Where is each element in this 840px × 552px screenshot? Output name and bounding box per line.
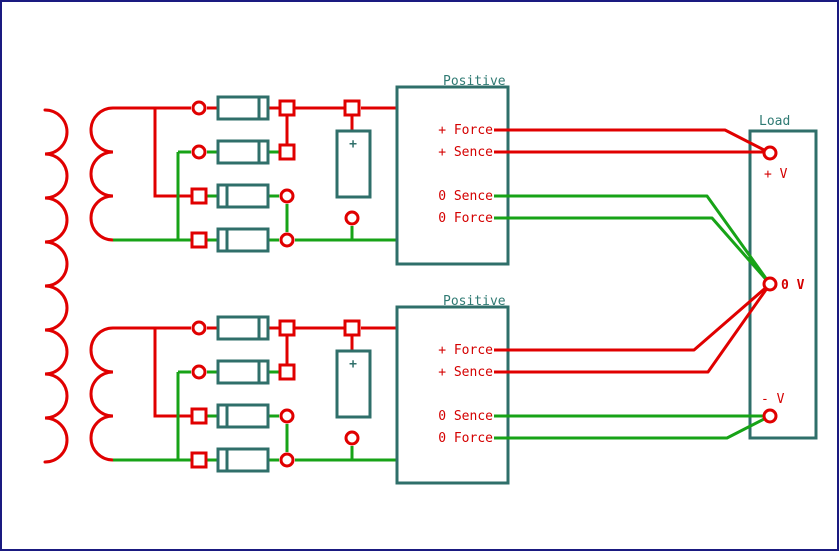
rectifier-lower — [113, 326, 408, 462]
junction-node — [190, 187, 208, 205]
diode — [216, 183, 270, 209]
load-zero-v-label: 0 V — [781, 278, 805, 293]
capacitor-plus-sign: + — [349, 357, 357, 372]
load-box-frame — [748, 129, 818, 440]
junction-node — [190, 451, 208, 469]
rectifier-upper — [113, 106, 408, 242]
wire-lower-plus-sence — [494, 283, 772, 374]
capacitor-upper: + — [335, 129, 372, 199]
terminal-node — [191, 100, 207, 116]
load-plus-v-terminal — [762, 145, 778, 161]
terminal-node — [344, 210, 360, 226]
terminal-label-zero-sence: 0 Sence — [438, 409, 493, 424]
junction-node — [190, 231, 208, 249]
terminal-label-plus-sence: + Sence — [438, 145, 493, 160]
terminal-node — [279, 452, 295, 468]
wire-upper-zero-sence — [494, 194, 772, 285]
load-plus-v-label: + V — [764, 167, 788, 182]
transformer — [43, 106, 115, 464]
diode — [216, 403, 270, 429]
supply-box-frame — [395, 305, 510, 485]
supply-title: Positive — [443, 74, 506, 89]
diode-bridge-upper — [216, 95, 270, 253]
load-minus-v-terminal — [762, 408, 778, 424]
junction-node — [278, 99, 296, 117]
capacitor-body — [335, 349, 372, 419]
load-terminals — [762, 145, 778, 424]
wire-zero — [113, 150, 408, 242]
terminal-label-plus-sence: + Sence — [438, 365, 493, 380]
terminal-node — [279, 232, 295, 248]
diode — [216, 139, 270, 165]
junction-node — [278, 319, 296, 337]
load-title: Load — [759, 114, 790, 129]
diode — [216, 95, 270, 121]
load-zero-v-terminal — [762, 276, 778, 292]
terminal-node — [344, 430, 360, 446]
capacitor-body — [335, 129, 372, 199]
junction-node — [343, 99, 361, 117]
load-minus-v-label: - V — [761, 392, 785, 407]
transformer-primary-winding — [43, 108, 69, 464]
load-box: Load + V 0 V - V — [748, 114, 818, 440]
supply-box-lower: Positive + Force + Sence 0 Sence 0 Force — [395, 294, 510, 485]
wire-positive — [113, 106, 408, 198]
nodes-upper — [190, 99, 361, 249]
capacitor-lower: + — [335, 349, 372, 419]
output-wiring — [494, 128, 772, 440]
supply-box-frame — [395, 85, 510, 266]
transformer-secondary-lower — [89, 326, 115, 462]
supply-box-upper: Positive + Force + Sence 0 Sence 0 Force — [395, 74, 510, 266]
wire-lower-plus-force — [494, 282, 771, 352]
terminal-node — [279, 408, 295, 424]
terminal-label-zero-sence: 0 Sence — [438, 189, 493, 204]
wire-upper-zero-force — [494, 216, 772, 285]
wire-lower-zero-force — [494, 414, 771, 440]
junction-node — [278, 363, 296, 381]
transformer-secondary-upper — [89, 106, 115, 242]
nodes-lower — [190, 319, 361, 469]
terminal-node — [191, 320, 207, 336]
terminal-node — [191, 364, 207, 380]
wire-upper-plus-force — [494, 128, 771, 155]
diode — [216, 447, 270, 473]
diode-bridge-lower — [216, 315, 270, 473]
terminal-node — [279, 188, 295, 204]
terminal-label-plus-force: + Force — [438, 123, 493, 138]
diode — [216, 315, 270, 341]
junction-node — [190, 407, 208, 425]
capacitor-plus-sign: + — [349, 137, 357, 152]
wire-zero — [113, 370, 408, 462]
junction-node — [278, 143, 296, 161]
terminal-label-zero-force: 0 Force — [438, 211, 493, 226]
supply-title: Positive — [443, 294, 506, 309]
wire-positive — [113, 326, 408, 418]
junction-node — [343, 319, 361, 337]
terminal-label-zero-force: 0 Force — [438, 431, 493, 446]
diode — [216, 359, 270, 385]
diode — [216, 227, 270, 253]
terminal-label-plus-force: + Force — [438, 343, 493, 358]
terminal-node — [191, 144, 207, 160]
